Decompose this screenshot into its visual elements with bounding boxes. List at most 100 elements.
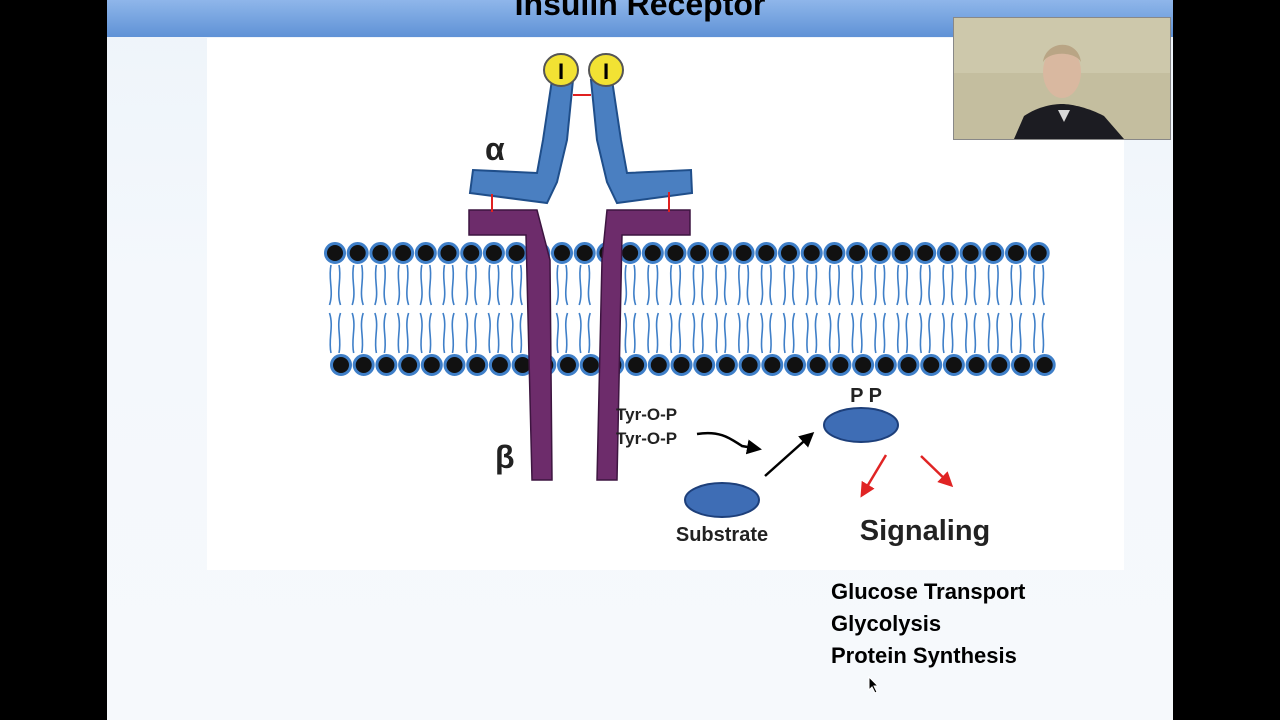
lipid-tail: [860, 312, 864, 354]
lipid-tail: [487, 264, 491, 306]
lipid-tail: [406, 264, 410, 306]
lipid-head: [778, 242, 800, 264]
lipid-head: [823, 242, 846, 264]
lipid-tail: [928, 312, 932, 354]
lipid-tail: [442, 312, 446, 354]
lipid-head: [715, 354, 738, 376]
lipid-tail: [737, 312, 741, 354]
lipid-tail: [896, 312, 900, 354]
signaling-outcomes-list: Glucose Transport Glycolysis Protein Syn…: [831, 576, 1025, 672]
lipid-head: [1027, 242, 1050, 264]
lipid-head: [846, 242, 869, 264]
lipid-head: [352, 354, 375, 376]
phosphorylated-substrate: [823, 407, 899, 443]
beta-label: β: [495, 439, 515, 475]
outcome-glucose-transport: Glucose Transport: [831, 579, 1026, 604]
lipid-tail: [623, 312, 628, 354]
lipid-tail: [1041, 312, 1045, 354]
substrate-activation-arrow: [764, 432, 815, 477]
lipid-tail: [996, 312, 1000, 354]
lipid-tail: [428, 264, 433, 306]
lipid-tail: [918, 264, 923, 306]
lipid-head: [420, 354, 443, 376]
lipid-tail: [905, 264, 909, 306]
lipid-tail: [769, 312, 773, 354]
lipid-tail: [383, 264, 387, 306]
lipid-tail: [337, 264, 342, 306]
lipid-tail: [451, 264, 455, 306]
lipid-tail: [1009, 312, 1014, 354]
lipid-head: [414, 242, 437, 264]
lipid-tail: [860, 264, 864, 306]
presenter-webcam: [953, 17, 1171, 140]
lipid-tail: [996, 264, 1000, 306]
lipid-tail: [941, 264, 945, 306]
lipid-tail: [519, 264, 523, 306]
lipid-head: [761, 354, 784, 376]
lipid-tail: [442, 264, 446, 306]
lipid-tail: [882, 264, 887, 306]
lipid-head: [466, 354, 489, 376]
lipid-head: [784, 354, 806, 376]
lipid-tail: [928, 264, 932, 306]
lipid-tail: [587, 312, 591, 354]
lipid-head: [988, 354, 1011, 376]
outcome-protein-synthesis: Protein Synthesis: [831, 643, 1017, 668]
signal-arrow-left: [860, 454, 888, 498]
lipid-head: [693, 354, 716, 376]
signal-arrow-right: [920, 455, 954, 488]
lipid-tail: [973, 312, 977, 354]
lipid-tail: [760, 264, 764, 306]
lipid-head: [897, 354, 920, 376]
lipid-tail: [837, 264, 841, 306]
substrate-label: Substrate: [676, 524, 768, 546]
lipid-tail: [678, 312, 682, 354]
lipid-tails: [328, 264, 1045, 354]
lipid-tail: [669, 312, 673, 354]
lipid-tail: [850, 264, 855, 306]
lipid-tail: [746, 312, 750, 354]
lipid-tail: [428, 312, 433, 354]
lipid-head: [641, 242, 664, 264]
lipid-tail: [1041, 264, 1045, 306]
lipid-head: [369, 242, 392, 264]
lipid-tail: [714, 312, 718, 354]
lipid-tail: [1009, 264, 1014, 306]
presenter-body: [1014, 104, 1124, 139]
lipid-head: [392, 242, 415, 264]
lipid-tail: [973, 264, 977, 306]
lipid-tail: [782, 264, 787, 306]
alpha-subunit-left: [468, 79, 575, 205]
lipid-head: [891, 242, 914, 264]
lipid-head: [800, 242, 823, 264]
mouse-cursor-icon: [868, 676, 880, 694]
lipid-tail: [360, 312, 364, 354]
lipid-tail: [882, 312, 887, 354]
lipid-tail: [723, 312, 728, 354]
lipid-tail: [964, 312, 968, 354]
alpha-subunit-right: [589, 79, 694, 205]
lipid-head: [324, 242, 346, 264]
lipid-tail: [805, 312, 809, 354]
lipid-head: [625, 354, 648, 376]
lipid-tail: [464, 312, 469, 354]
lipid-head: [755, 242, 778, 264]
lipid-tail: [633, 312, 637, 354]
presenter-head: [1043, 46, 1081, 98]
lipid-head: [982, 242, 1005, 264]
lipid-tail: [737, 264, 741, 306]
insulin-label-left: I: [558, 59, 564, 84]
lipid-tail: [905, 312, 909, 354]
lipid-tail: [519, 312, 523, 354]
lipid-head: [443, 354, 466, 376]
lipid-tail: [1018, 264, 1023, 306]
lipid-tail: [564, 264, 569, 306]
lipid-tail: [655, 264, 660, 306]
lipid-tail: [406, 312, 410, 354]
lipid-tail: [351, 264, 355, 306]
lipid-tail: [555, 312, 560, 354]
membrane-outer-heads: [324, 242, 1050, 264]
lipid-head: [687, 242, 710, 264]
lipid-tail: [337, 312, 342, 354]
lipid-tail: [714, 264, 718, 306]
